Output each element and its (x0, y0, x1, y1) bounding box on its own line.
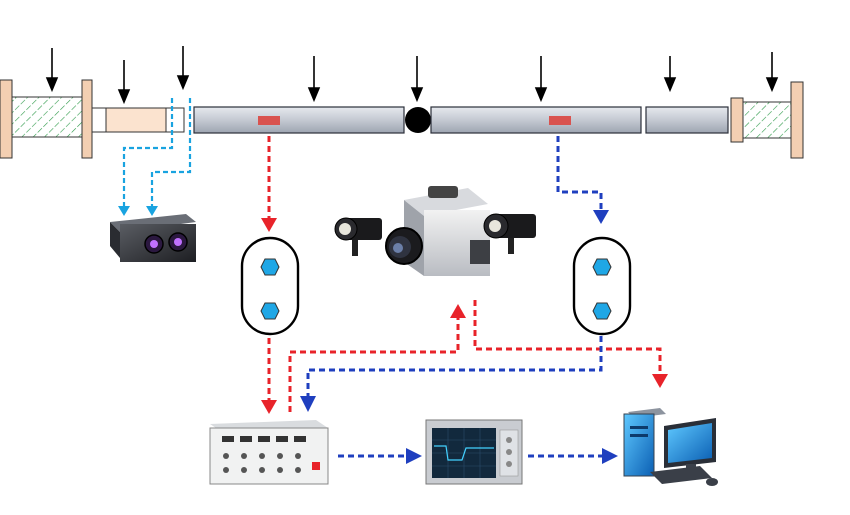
flash-lamp-icon (334, 217, 382, 256)
red-arrowhead (652, 374, 668, 388)
transmission-bar-icon (430, 106, 642, 134)
absorption-bar-icon (645, 106, 729, 134)
laser-beam-lines (122, 98, 192, 208)
oscilloscope-icon (425, 419, 523, 485)
blue-arrowhead (602, 448, 618, 464)
red-arrowhead (261, 218, 277, 232)
high-speed-camera-icon (385, 186, 490, 276)
blue-arrowhead (300, 396, 316, 412)
gas-gun-icon (0, 79, 93, 159)
laser-velocimeter-icon (110, 214, 196, 262)
red-arrowhead (261, 400, 277, 414)
specimen-icon (405, 107, 431, 133)
blue-arrowhead (593, 210, 609, 224)
red-arrowhead (450, 304, 466, 318)
red-signal-lines (267, 136, 662, 412)
blue-signal-lines (306, 136, 604, 458)
striker-bar-icon (91, 107, 185, 133)
buffer-icon (730, 81, 804, 159)
support-arrows (45, 46, 779, 105)
blue-arrowhead (406, 448, 422, 464)
strain-gauge-icon (258, 116, 280, 125)
cyan-arrowhead (118, 206, 130, 216)
bridge-box-icon (572, 236, 632, 336)
flash-lamp-icon (483, 213, 536, 254)
computer-icon (623, 408, 718, 486)
bridge-box-icon (240, 236, 300, 336)
incident-bar-icon (193, 106, 405, 134)
amplifier-icon (209, 420, 329, 485)
strain-gauge-icon (549, 116, 571, 125)
cyan-arrowhead (146, 206, 158, 216)
